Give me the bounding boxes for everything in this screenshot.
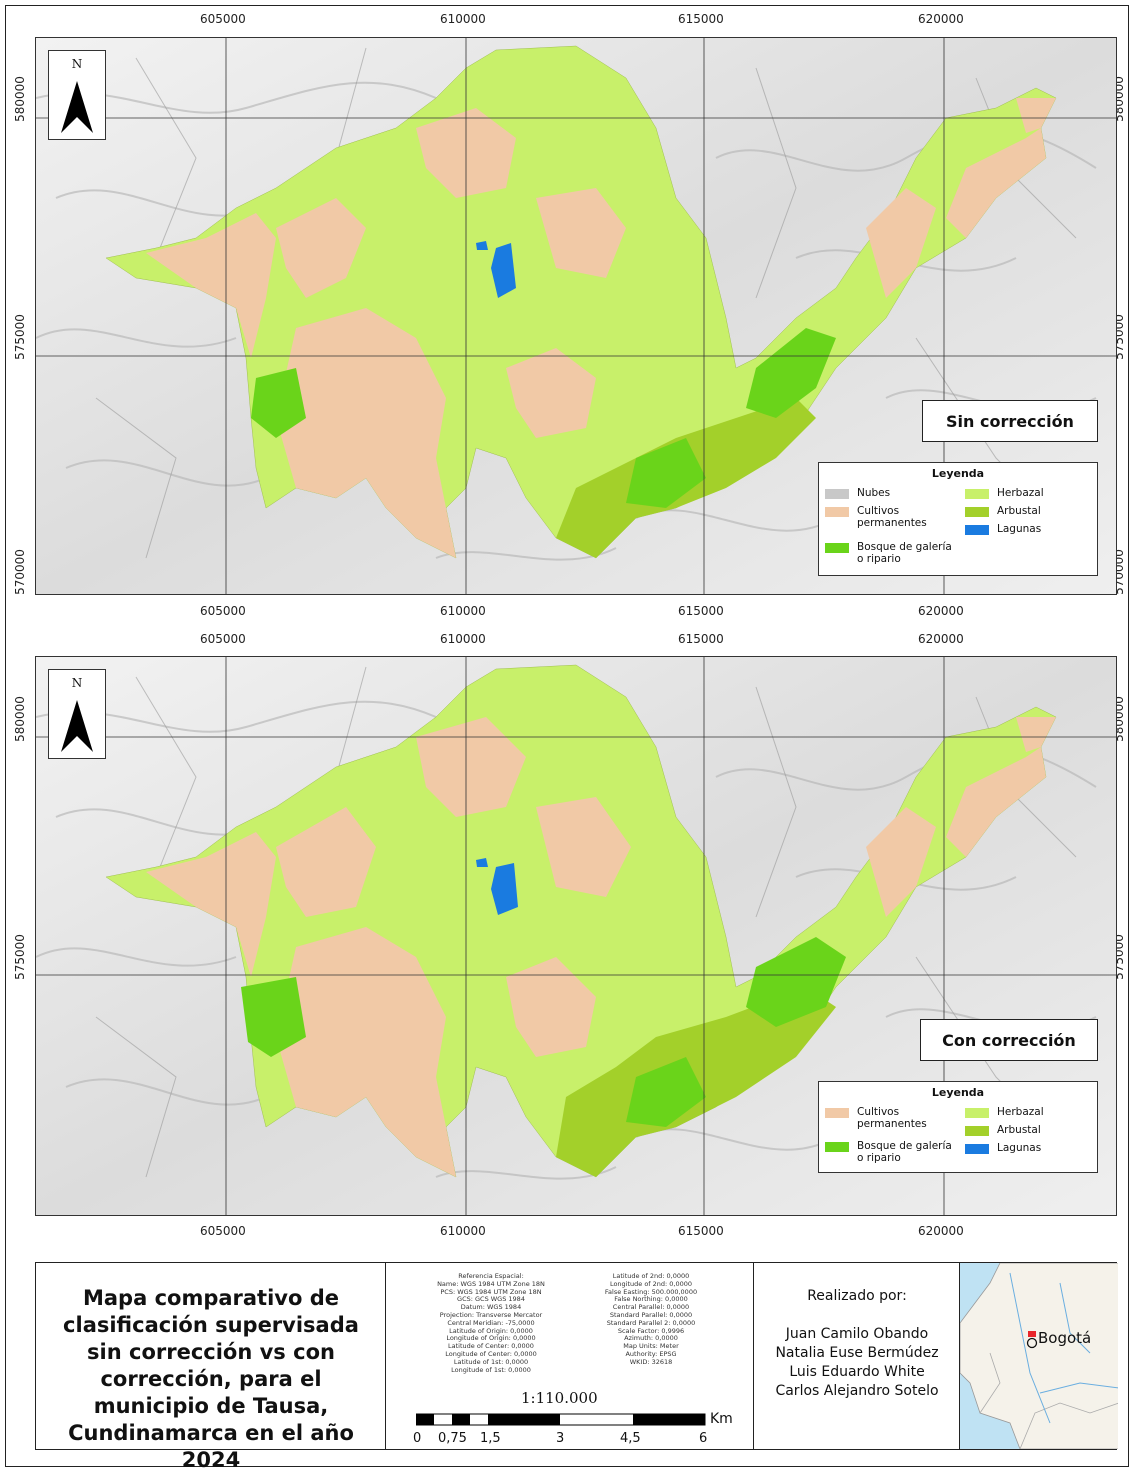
swatch-lagunas (965, 525, 989, 535)
author-2: Natalia Euse Bermúdez (775, 1345, 939, 1361)
legend-top: Leyenda Nubes Cultivos permanentes Bosqu… (818, 462, 1098, 576)
swatch-cultivos-2 (825, 1108, 849, 1118)
credits-heading: Realizado por: (807, 1288, 907, 1304)
y-tick-bottom-left-1: 580000 (12, 696, 27, 742)
north-arrow-icon (61, 81, 93, 133)
scale-label-2: 1,5 (480, 1431, 501, 1446)
swatch-nubes (825, 489, 849, 499)
x-tick-bottom-top-2: 610000 (440, 632, 486, 646)
bogota-marker (1028, 1331, 1036, 1337)
y-tick-top-left-3: 570000 (12, 549, 27, 595)
swatch-cultivos (825, 507, 849, 517)
swatch-lagunas-2 (965, 1144, 989, 1154)
map-label-con-correccion: Con corrección (920, 1019, 1098, 1061)
x-tick-top-2: 610000 (440, 12, 486, 26)
x-tick-top-3: 615000 (678, 12, 724, 26)
map-title: Mapa comparativo de clasificación superv… (63, 1286, 359, 1472)
north-letter-2: N (71, 676, 83, 690)
credits-cell: Realizado por: Juan Camilo Obando Natali… (754, 1263, 959, 1449)
scale-ratio: 1:110.000 (521, 1389, 598, 1407)
legend-item-arbustal-2: Arbustal (965, 1124, 1095, 1136)
x-tick-top-1: 605000 (200, 12, 246, 26)
x-tick-mid-3: 615000 (678, 604, 724, 618)
north-arrow: N (48, 50, 106, 140)
x-tick-top-4: 620000 (918, 12, 964, 26)
legend-item-nubes: Nubes (825, 487, 955, 499)
y-tick-top-left-1: 580000 (12, 76, 27, 122)
projection-info-col2: Latitude of 2nd: 0,0000 Longitude of 2nd… (604, 1272, 698, 1366)
north-arrow-2: N (48, 669, 106, 759)
scale-unit: Km (710, 1411, 733, 1427)
x-tick-bottom-4: 620000 (918, 1224, 964, 1238)
legend-bottom: Leyenda Cultivos permanentes Bosque de g… (818, 1081, 1098, 1173)
x-tick-bottom-top-1: 605000 (200, 632, 246, 646)
info-panel: Mapa comparativo de clasificación superv… (35, 1262, 1118, 1472)
scale-label-4: 4,5 (620, 1431, 641, 1446)
inset-colombia-svg (960, 1263, 1118, 1449)
scale-label-5: 6 (699, 1431, 708, 1446)
swatch-herbazal-2 (965, 1108, 989, 1118)
credits-names: Juan Camilo Obando Natalia Euse Bermúdez… (757, 1325, 957, 1401)
inset-city-label: Bogotá (1038, 1329, 1092, 1347)
legend-item-lagunas: Lagunas (965, 523, 1095, 535)
legend-item-herbazal: Herbazal (965, 487, 1095, 499)
y-tick-top-left-2: 575000 (12, 314, 27, 360)
scale-bar (416, 1413, 706, 1426)
title-cell: Mapa comparativo de clasificación superv… (36, 1263, 386, 1472)
projection-scale-cell: Referencia Espacial: Name: WGS 1984 UTM … (386, 1263, 754, 1449)
legend-item-lagunas-2: Lagunas (965, 1142, 1095, 1154)
map-sin-correccion[interactable]: N Sin corrección Leyenda Nubes Cultivos … (35, 37, 1117, 595)
location-inset-map: Bogotá (959, 1263, 1118, 1449)
map-layout-frame (5, 5, 1129, 1467)
legend-title: Leyenda (931, 467, 985, 480)
legend-item-herbazal-2: Herbazal (965, 1106, 1095, 1118)
north-arrow-icon-2 (61, 700, 93, 752)
scale-label-1: 0,75 (438, 1431, 467, 1446)
north-letter: N (71, 57, 83, 71)
x-tick-mid-4: 620000 (918, 604, 964, 618)
legend-item-arbustal: Arbustal (965, 505, 1095, 517)
legend-item-bosque: Bosque de galería o ripario (825, 541, 955, 565)
map-con-correccion[interactable]: N Con corrección Leyenda Cultivos perman… (35, 656, 1117, 1216)
x-tick-bottom-top-3: 615000 (678, 632, 724, 646)
swatch-herbazal (965, 489, 989, 499)
x-tick-bottom-top-4: 620000 (918, 632, 964, 646)
scale-label-0: 0 (413, 1431, 422, 1446)
legend-item-bosque-2: Bosque de galería o ripario (825, 1140, 955, 1164)
swatch-arbustal (965, 507, 989, 517)
swatch-bosque-2 (825, 1142, 849, 1152)
y-tick-bottom-left-2: 575000 (12, 934, 27, 980)
map-label-sin-correccion: Sin corrección (922, 400, 1098, 442)
legend-title-2: Leyenda (931, 1086, 985, 1099)
swatch-bosque (825, 543, 849, 553)
x-tick-mid-2: 610000 (440, 604, 486, 618)
scale-label-3: 3 (556, 1431, 565, 1446)
legend-item-cultivos-2: Cultivos permanentes (825, 1106, 955, 1130)
x-tick-bottom-1: 605000 (200, 1224, 246, 1238)
author-3: Luis Eduardo White (789, 1364, 925, 1380)
author-1: Juan Camilo Obando (785, 1326, 929, 1342)
x-tick-bottom-2: 610000 (440, 1224, 486, 1238)
projection-info-col1: Referencia Espacial: Name: WGS 1984 UTM … (437, 1272, 545, 1374)
swatch-arbustal-2 (965, 1126, 989, 1136)
x-tick-bottom-3: 615000 (678, 1224, 724, 1238)
author-4: Carlos Alejandro Sotelo (775, 1383, 939, 1399)
legend-item-cultivos: Cultivos permanentes (825, 505, 955, 529)
x-tick-mid-1: 605000 (200, 604, 246, 618)
